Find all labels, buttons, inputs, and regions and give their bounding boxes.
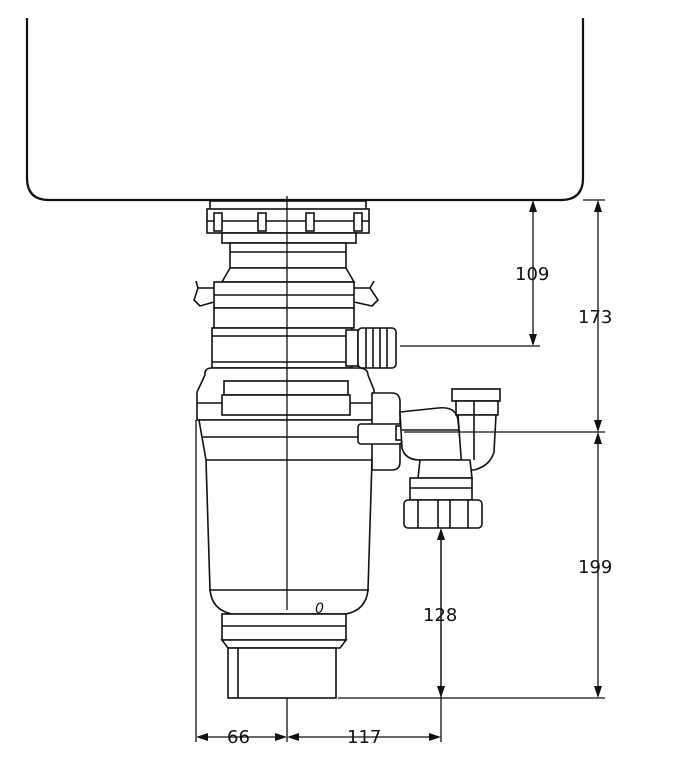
outlet-elbow (357, 392, 463, 471)
mounting-ring (193, 280, 380, 309)
dimension-label-66: 66 (227, 727, 250, 748)
dimension-label-128: 128 (423, 605, 457, 626)
dimension-label-117: 117 (347, 727, 381, 748)
dimension-label-109: 109 (515, 264, 549, 285)
dimension-label-173: 173 (578, 307, 612, 328)
left-mounting-clip (193, 287, 215, 307)
inlet-section (211, 307, 355, 369)
sink-flange (206, 200, 370, 244)
right-mounting-clip (353, 287, 380, 307)
dimension-173: 173 (578, 200, 612, 432)
upper-neck (220, 242, 356, 283)
grinder-collar (196, 367, 375, 421)
trap-nut (403, 499, 483, 529)
sink-basin (25, 18, 585, 202)
body-mark: 0 (315, 601, 324, 617)
dimension-66: 66 (196, 727, 287, 748)
trap-body (409, 459, 473, 501)
dimension-label-199: 199 (578, 557, 612, 578)
motor-base (220, 613, 348, 699)
dimension-128: 128 (423, 528, 457, 698)
dishwasher-inlet (345, 327, 397, 369)
dimension-199: 199 (578, 432, 612, 698)
dimension-109: 109 (515, 200, 549, 346)
trap-vent-pipe (451, 388, 501, 471)
dimension-117: 117 (287, 727, 441, 748)
